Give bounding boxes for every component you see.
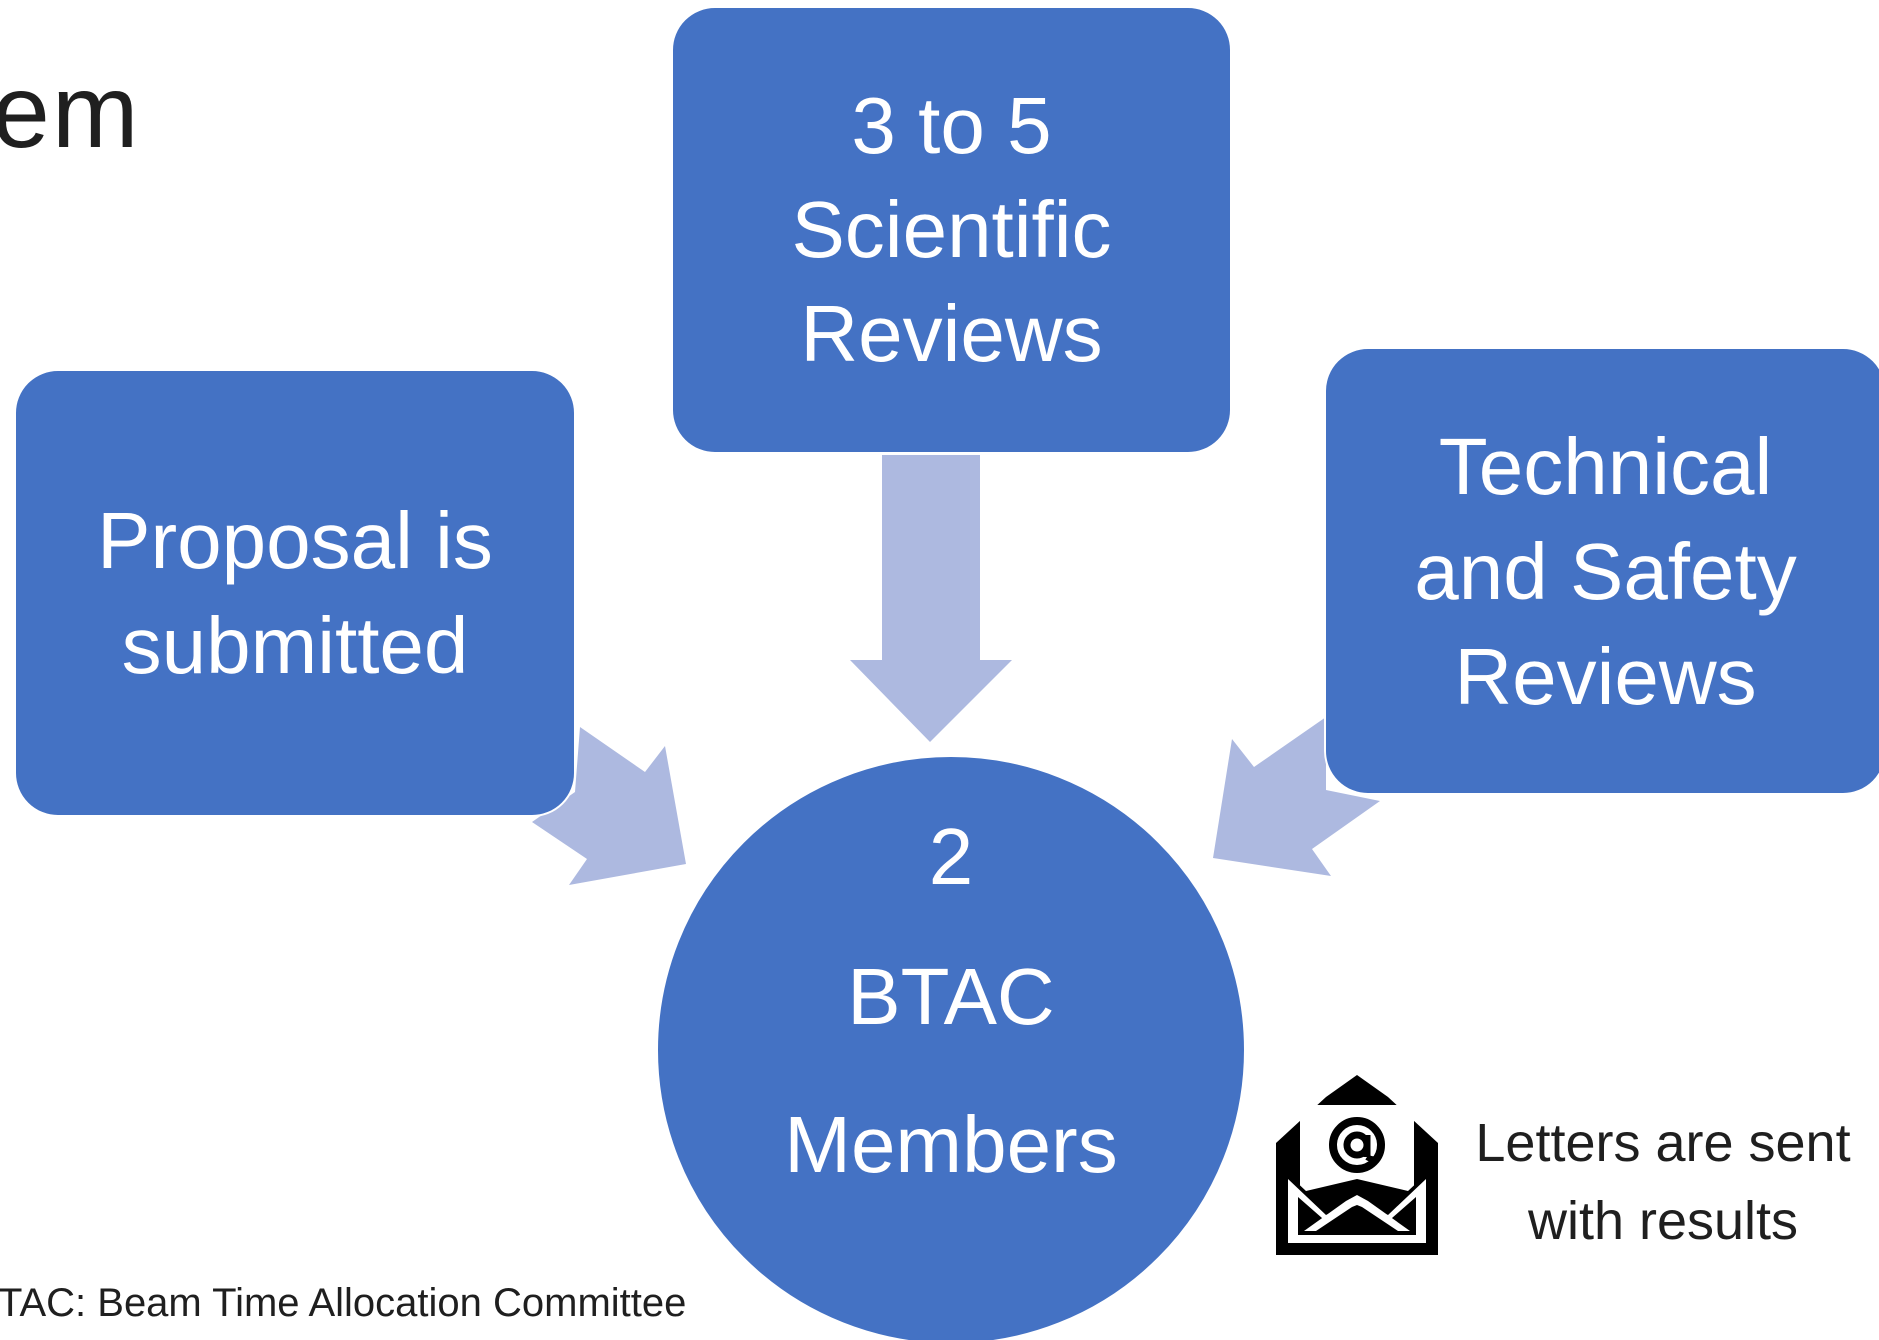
slide-title-fragment: em (0, 54, 141, 170)
btac-label: BTAC (847, 952, 1055, 1041)
letters-sent-note: Letters are sent with results (1475, 1113, 1851, 1251)
btac-members-node: 2 BTAC Members (656, 755, 1246, 1340)
scientific-reviews-node: 3 to 5 Scientific Reviews (671, 6, 1232, 454)
footnote-btac-definition: TAC: Beam Time Allocation Committee (0, 1281, 687, 1325)
email-envelope-icon (1276, 1075, 1438, 1255)
btac-count: 2 (928, 812, 974, 901)
btac-members-label: Members (784, 1100, 1118, 1189)
arrow-proposal-to-btac (532, 727, 686, 885)
proposal-submitted-node: Proposal is submitted (14, 369, 576, 817)
technical-safety-reviews-node: Technical and Safety Reviews (1324, 347, 1879, 795)
arrow-technical-to-btac (1213, 717, 1380, 876)
arrow-scientific-to-btac (850, 455, 1012, 742)
